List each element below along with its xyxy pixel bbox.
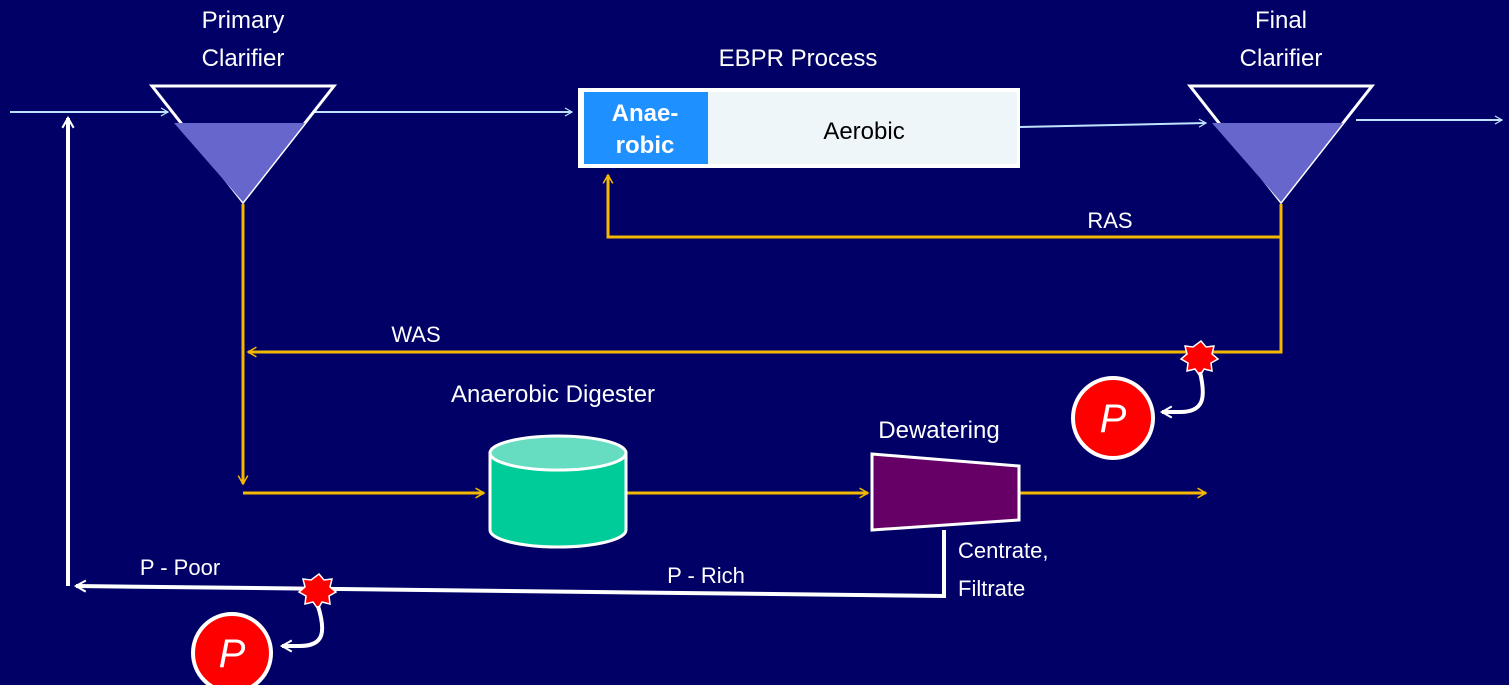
primary-clarifier-label-line2: Clarifier bbox=[202, 45, 285, 72]
centrate-label-line1: Centrate, bbox=[958, 538, 1049, 563]
return-phosphorus-marker-label: P bbox=[219, 632, 246, 676]
anaerobic-digester bbox=[488, 434, 628, 549]
return-sampling-point bbox=[297, 572, 338, 611]
return-phosphorus-marker bbox=[191, 612, 273, 685]
mixed-liquor-line bbox=[1019, 118, 1208, 128]
return-sampling-lead bbox=[279, 605, 325, 653]
final-clarifier-label-line2: Clarifier bbox=[1240, 45, 1323, 72]
was-sampling-lead bbox=[1159, 371, 1205, 419]
was-phosphorus-marker-label: P bbox=[1100, 397, 1127, 441]
final-clarifier bbox=[1186, 84, 1376, 205]
was-label: WAS bbox=[391, 322, 440, 347]
ebpr-reactor bbox=[578, 88, 1020, 168]
anaerobic-zone-label-line1: Anae- bbox=[612, 100, 679, 127]
aerobic-zone bbox=[708, 92, 1017, 164]
centrate-return-line bbox=[73, 530, 946, 599]
digester-label: Anaerobic Digester bbox=[451, 381, 655, 408]
primary-clarifier-label-line1: Primary bbox=[202, 7, 285, 34]
anaerobic-zone bbox=[584, 92, 708, 164]
dewatering-label: Dewatering bbox=[878, 417, 999, 444]
ras-label: RAS bbox=[1087, 208, 1132, 233]
anaerobic-zone-label-line2: robic bbox=[616, 132, 675, 159]
p-rich-label: P - Rich bbox=[667, 563, 745, 588]
ras-line bbox=[602, 173, 1283, 239]
was-line bbox=[246, 237, 1283, 358]
p-poor-label: P - Poor bbox=[140, 555, 220, 580]
ebpr-process-title: EBPR Process bbox=[719, 45, 878, 72]
final-clarifier-label-line1: Final bbox=[1255, 7, 1307, 34]
was-sampling-point bbox=[1179, 339, 1220, 378]
dewatering-unit bbox=[870, 452, 1021, 532]
was-phosphorus-marker bbox=[1071, 376, 1155, 460]
aerobic-zone-label: Aerobic bbox=[823, 118, 904, 145]
primary-clarifier bbox=[148, 84, 338, 205]
centrate-label-line2: Filtrate bbox=[958, 576, 1025, 601]
